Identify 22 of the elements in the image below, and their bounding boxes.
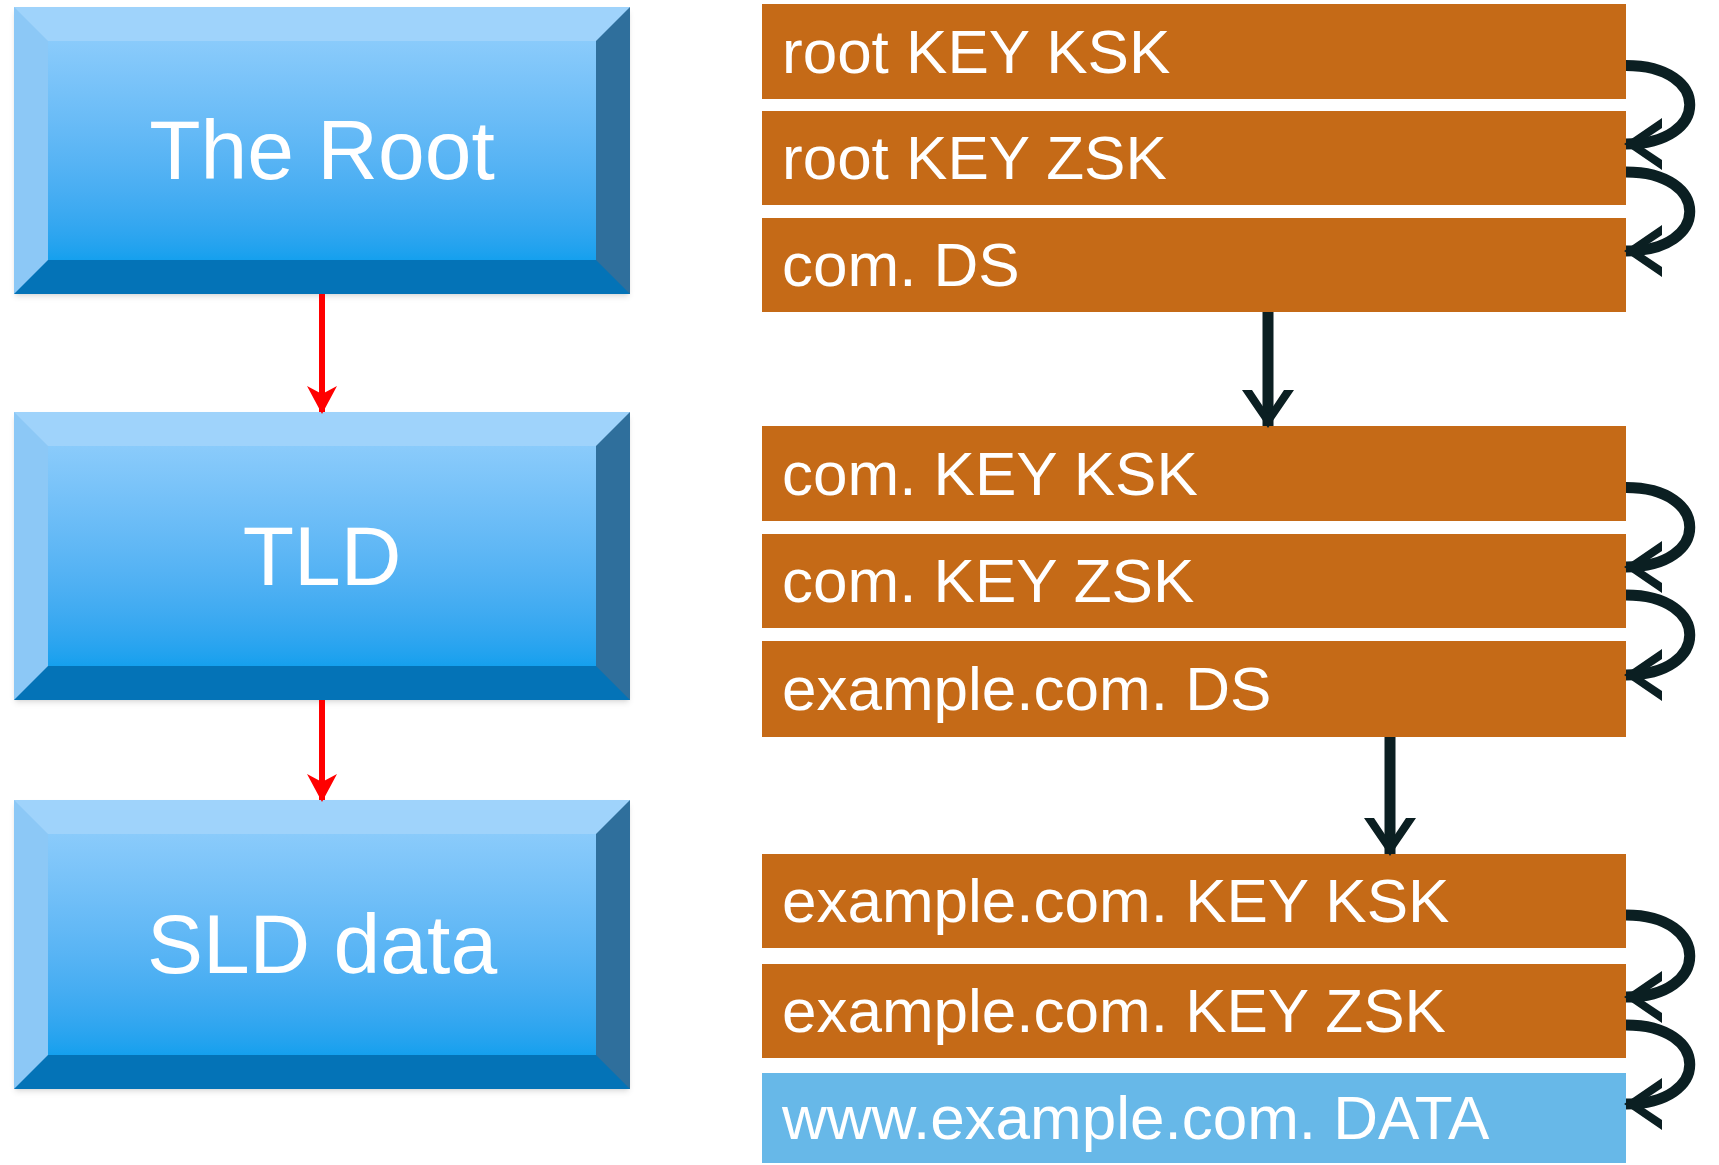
record-bar <box>762 854 1626 948</box>
box-title: SLD data <box>145 900 499 989</box>
record-text: root KEY ZSK <box>782 127 1167 189</box>
record-bar <box>762 4 1626 99</box>
record-bar <box>762 426 1626 521</box>
record-bar <box>762 111 1626 205</box>
record-bar <box>762 218 1626 312</box>
data-record-bar <box>762 1073 1626 1163</box>
record-text: com. KEY ZSK <box>782 550 1195 612</box>
record-text: root KEY KSK <box>782 20 1171 83</box>
beveled-box <box>14 800 630 1089</box>
record-text: com. DS <box>782 234 1020 296</box>
arrow <box>307 294 337 414</box>
arrow <box>307 700 337 802</box>
record-bar <box>762 641 1626 737</box>
record-text: com. KEY KSK <box>782 442 1198 505</box>
beveled-box <box>14 412 630 700</box>
record-bar <box>762 534 1626 628</box>
beveled-box <box>14 7 630 294</box>
box-title: TLD <box>241 511 403 601</box>
record-bar <box>762 964 1626 1058</box>
box-title: The Root <box>148 106 496 195</box>
